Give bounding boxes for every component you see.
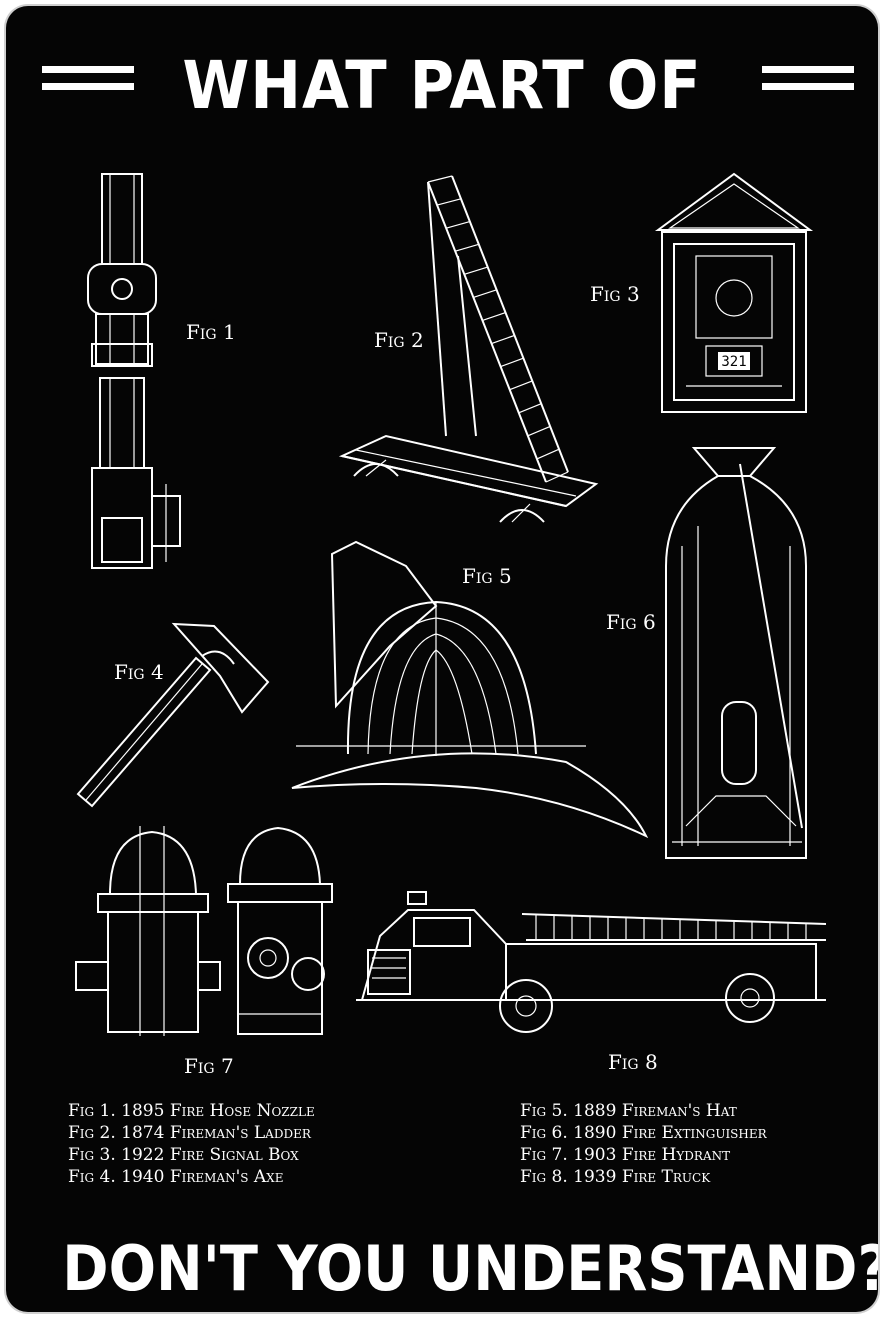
- fire-extinguisher-drawing: [665, 447, 807, 859]
- legend-item: Fig 4. 1940 Fireman's Axe: [68, 1167, 284, 1187]
- firemans-axe-drawing: [76, 622, 270, 808]
- fig-2-label: Fig 2: [374, 328, 424, 352]
- headline-right-bars: [762, 66, 854, 100]
- ladder-rung: [545, 471, 569, 483]
- fig-4-label: Fig 4: [114, 660, 164, 684]
- legend-item: Fig 6. 1890 Fire Extinguisher: [520, 1123, 767, 1143]
- ladder-rung: [518, 403, 542, 414]
- fig-6-label: Fig 6: [606, 610, 656, 634]
- fig-1-label: Fig 1: [186, 320, 236, 344]
- fire-hose-nozzle-drawing: [87, 173, 181, 569]
- fig-7-label: Fig 7: [184, 1054, 234, 1078]
- fig-3-label: Fig 3: [590, 282, 640, 306]
- legend-item: Fig 7. 1903 Fire Hydrant: [520, 1145, 731, 1165]
- ladder-rung: [455, 243, 479, 252]
- ladder-rung: [436, 198, 462, 206]
- legend-item: Fig 5. 1889 Fireman's Hat: [520, 1101, 737, 1121]
- ladder-rung: [427, 175, 453, 183]
- legend-item: Fig 3. 1922 Fire Signal Box: [68, 1145, 299, 1165]
- legend-item: Fig 8. 1939 Fire Truck: [520, 1167, 711, 1187]
- headline-bottom: DON'T YOU UNDERSTAND?: [62, 1232, 878, 1305]
- fig-8-label: Fig 8: [608, 1050, 658, 1074]
- poster-sign: WHAT PART OF: [6, 6, 878, 1312]
- firemans-ladder-drawing: [338, 175, 599, 523]
- ladder-rung: [536, 448, 560, 460]
- headline-left-bars: [42, 66, 134, 100]
- fire-hydrant-drawing: [75, 826, 333, 1036]
- legend-right: Fig 5. 1889 Fireman's Hat Fig 6. 1890 Fi…: [520, 1100, 767, 1188]
- fire-signal-box-drawing: 321: [654, 172, 814, 413]
- headline-top: WHAT PART OF: [182, 47, 702, 124]
- legend-item: Fig 1. 1895 Fire Hose Nozzle: [68, 1101, 315, 1121]
- ladder-rung: [445, 220, 471, 229]
- ladder-rung: [464, 266, 488, 275]
- fig-5-label: Fig 5: [462, 564, 512, 588]
- signal-box-number: 321: [721, 354, 746, 370]
- legend-item: Fig 2. 1874 Fireman's Ladder: [68, 1123, 311, 1143]
- fire-truck-drawing: [356, 891, 827, 1033]
- legend-left: Fig 1. 1895 Fire Hose Nozzle Fig 2. 1874…: [68, 1100, 315, 1188]
- ladder-rung: [473, 289, 497, 298]
- ladder-rung: [527, 425, 551, 437]
- ladder-rung: [491, 334, 515, 345]
- patent-drawings: 321: [75, 172, 827, 1036]
- firemans-hat-drawing: [291, 540, 649, 839]
- ladder-rung: [482, 312, 506, 322]
- ladder-rung: [500, 357, 524, 368]
- ladder-rung: [509, 380, 533, 391]
